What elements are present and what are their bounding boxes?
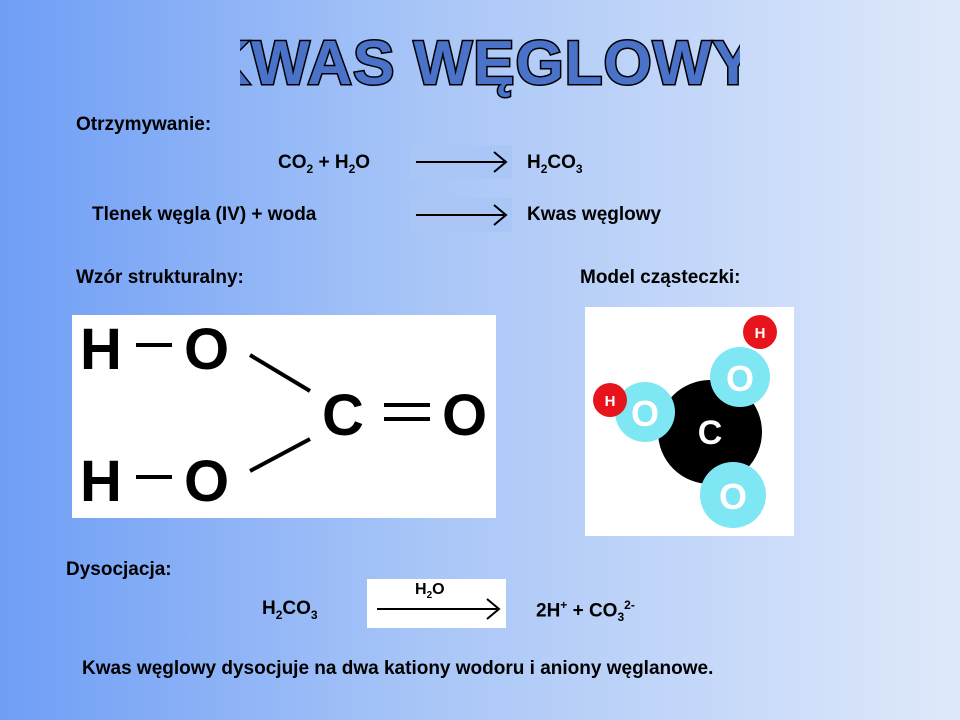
arrow-label-sub: 2 <box>426 590 433 602</box>
diss-plus-co: + CO <box>567 600 618 622</box>
equation2-reactants: Tlenek węgla (IV) + woda <box>92 204 317 225</box>
section-label-model: Model cząsteczki: <box>580 267 741 288</box>
model-hydrogen-left <box>593 383 627 417</box>
model-label-o-bottom: O <box>719 476 747 517</box>
diss-sub: 3 <box>310 607 318 622</box>
model-label-h-left: H <box>605 393 616 410</box>
page-title-text: KWAS WĘGLOWY <box>240 29 740 98</box>
arrow-label-h: H <box>415 581 427 598</box>
diss-sub: 2 <box>275 607 283 622</box>
model-label-o-top: O <box>726 358 754 399</box>
section-label-otrzymywanie: Otrzymywanie: <box>76 114 212 135</box>
struct-atom-c: C <box>322 383 364 448</box>
dissociation-arrow <box>377 598 501 620</box>
diss-co: CO <box>282 598 311 619</box>
bond-o-c-top <box>248 353 312 393</box>
page-title: KWAS WĘGLOWY <box>240 28 740 100</box>
dissociation-summary: Kwas węglowy dysocjuje na dwa kationy wo… <box>82 658 714 679</box>
section-label-structural: Wzór strukturalny: <box>76 267 244 288</box>
section-label-dysocjacja: Dysocjacja: <box>66 559 172 580</box>
eq1-product-co: CO <box>547 152 576 173</box>
arrow-label-o: O <box>432 581 445 598</box>
struct-atom-o-bottom: O <box>184 449 229 514</box>
eq1-sub: 2 <box>348 161 356 176</box>
eq1-co: CO <box>278 152 307 173</box>
eq1-plus-h: + H <box>313 152 349 173</box>
dissociation-arrow-box: H2O <box>367 579 506 628</box>
diss-h: H <box>262 598 276 619</box>
struct-atom-o-top: O <box>184 317 229 382</box>
eq1-product-sub: 3 <box>575 161 583 176</box>
dissociation-reactant: H2CO3 <box>262 598 318 622</box>
equation1-product: H2CO3 <box>527 152 583 176</box>
molecule-model: C O O O H H <box>585 307 794 536</box>
struct-atom-o-double: O <box>442 383 487 448</box>
model-label-h-top: H <box>755 325 766 342</box>
eq1-sub: 2 <box>306 161 314 176</box>
diss-sub-3: 3 <box>617 610 625 625</box>
reaction-arrow-1 <box>410 145 512 179</box>
equation1-reactants: CO2 + H2O <box>278 152 370 176</box>
diss-sup-charge: 2- <box>624 598 635 612</box>
model-label-c: C <box>698 414 723 452</box>
model-hydrogen-top <box>743 315 777 349</box>
reaction-arrow-2 <box>410 198 512 232</box>
diss-2h: 2H <box>536 600 561 622</box>
dissociation-products: 2H+ + CO32- <box>536 598 635 624</box>
struct-atom-h-top: H <box>80 317 122 382</box>
struct-atom-h-bottom: H <box>80 449 122 514</box>
eq1-product-h: H <box>527 152 541 173</box>
bond-o-c-bottom <box>249 437 311 473</box>
eq1-product-sub: 2 <box>540 161 548 176</box>
structural-formula: H O C O H O <box>72 315 496 518</box>
equation2-product: Kwas węglowy <box>527 204 662 225</box>
diss-sup-plus: + <box>560 598 568 612</box>
model-oxygen-left <box>615 382 675 442</box>
eq1-o: O <box>355 152 371 173</box>
model-label-o-left: O <box>631 393 659 434</box>
dissociation-arrow-label: H2O <box>415 581 445 601</box>
model-oxygen-bottom <box>700 462 766 528</box>
model-oxygen-top <box>710 347 770 407</box>
